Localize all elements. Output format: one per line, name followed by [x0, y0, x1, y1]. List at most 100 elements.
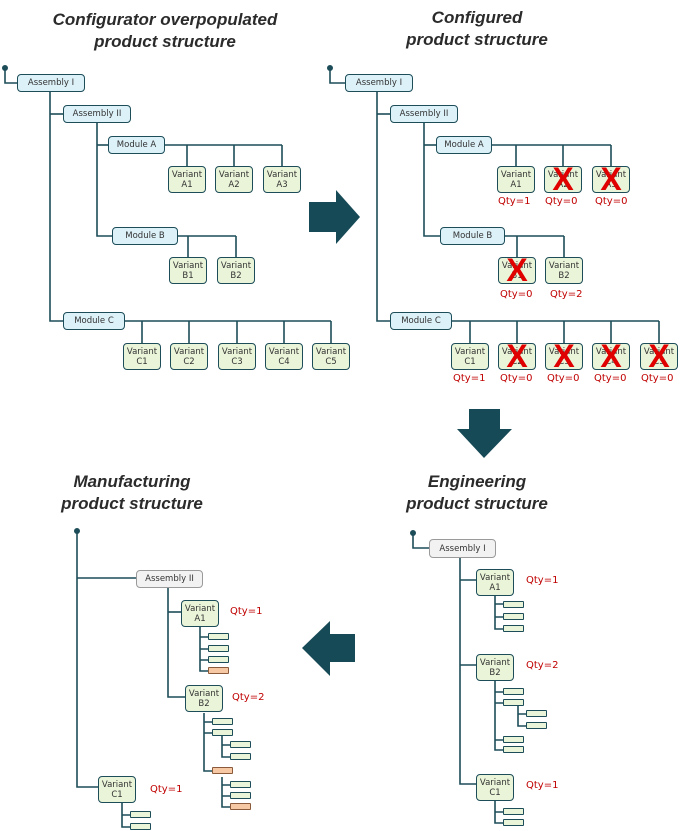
config-assembly-2: Assembly II: [390, 105, 458, 123]
eng-part: [503, 819, 524, 826]
qty-eng-c1: Qty=1: [526, 780, 559, 791]
eng-assembly-1: Assembly I: [429, 539, 496, 558]
title-engineering-line2: product structure: [406, 494, 548, 513]
eng-part: [503, 808, 524, 815]
overpopulated-tree-lines: [1, 65, 332, 343]
mfg-part: [212, 729, 233, 736]
configured-tree-lines: [326, 65, 660, 343]
qty-config-c1: Qty=1: [453, 373, 486, 384]
mfg-added-part: [212, 767, 233, 774]
qty-mfg-b2: Qty=2: [232, 692, 265, 703]
x-mark-c3: X: [553, 338, 575, 374]
mfg-part: [212, 718, 233, 725]
overpop-module-a: Module A: [108, 136, 165, 154]
title-engineering-line1: Engineering: [427, 472, 527, 491]
qty-config-b2: Qty=2: [550, 289, 583, 300]
overpop-module-b: Module B: [112, 227, 178, 245]
qty-config-a3: Qty=0: [595, 196, 628, 207]
mfg-added-part: [230, 803, 251, 810]
mfg-part: [230, 792, 251, 799]
qty-config-c4: Qty=0: [594, 373, 627, 384]
config-assembly-1: Assembly I: [345, 74, 413, 92]
qty-config-c3: Qty=0: [547, 373, 580, 384]
qty-config-b1: Qty=0: [500, 289, 533, 300]
mfg-part: [230, 781, 251, 788]
title-overpopulated-line2: product structure: [94, 32, 236, 51]
eng-part: [503, 688, 524, 695]
mfg-part: [130, 811, 151, 818]
eng-part: [503, 625, 524, 632]
flow-arrows: [302, 190, 512, 676]
qty-eng-b2: Qty=2: [526, 660, 559, 671]
qty-config-a2: Qty=0: [545, 196, 578, 207]
overpop-assembly-1: Assembly I: [17, 74, 85, 92]
qty-mfg-c1: Qty=1: [150, 784, 183, 795]
mfg-part: [208, 645, 229, 652]
manufacturing-tree-lines: [74, 527, 230, 828]
down-arrow: [457, 409, 512, 458]
mfg-part: [230, 753, 251, 760]
eng-part: [526, 722, 547, 729]
title-manufacturing: Manufacturing product structure: [32, 471, 232, 515]
qty-config-c5: Qty=0: [641, 373, 674, 384]
title-configured-line2: product structure: [406, 30, 548, 49]
title-configured: Configured product structure: [377, 7, 577, 51]
mfg-part: [230, 741, 251, 748]
mfg-part: [208, 656, 229, 663]
title-engineering: Engineering product structure: [377, 471, 577, 515]
eng-part: [503, 601, 524, 608]
eng-part: [503, 699, 524, 706]
x-mark-c4: X: [600, 338, 622, 374]
x-mark-b1: X: [506, 252, 528, 288]
left-arrow: [302, 621, 355, 676]
qty-config-a1: Qty=1: [498, 196, 531, 207]
title-manufacturing-line2: product structure: [61, 494, 203, 513]
mfg-part: [208, 633, 229, 640]
eng-part: [503, 746, 524, 753]
overpop-module-c: Module C: [63, 312, 125, 330]
x-mark-a3: X: [600, 161, 622, 197]
qty-mfg-a1: Qty=1: [230, 606, 263, 617]
overpop-assembly-2: Assembly II: [63, 105, 131, 123]
x-mark-a2: X: [552, 161, 574, 197]
config-module-b: Module B: [440, 227, 505, 245]
mfg-assembly-2: Assembly II: [136, 570, 203, 588]
right-arrow: [309, 190, 360, 244]
mfg-part: [130, 823, 151, 830]
title-overpopulated-line1: Configurator overpopulated: [52, 10, 278, 29]
eng-part: [503, 613, 524, 620]
title-overpopulated: Configurator overpopulated product struc…: [30, 9, 300, 53]
engineering-tree-lines: [409, 529, 526, 824]
x-mark-c5: X: [648, 338, 670, 374]
eng-part: [526, 710, 547, 717]
title-configured-line1: Configured: [431, 8, 523, 27]
eng-part: [503, 736, 524, 743]
